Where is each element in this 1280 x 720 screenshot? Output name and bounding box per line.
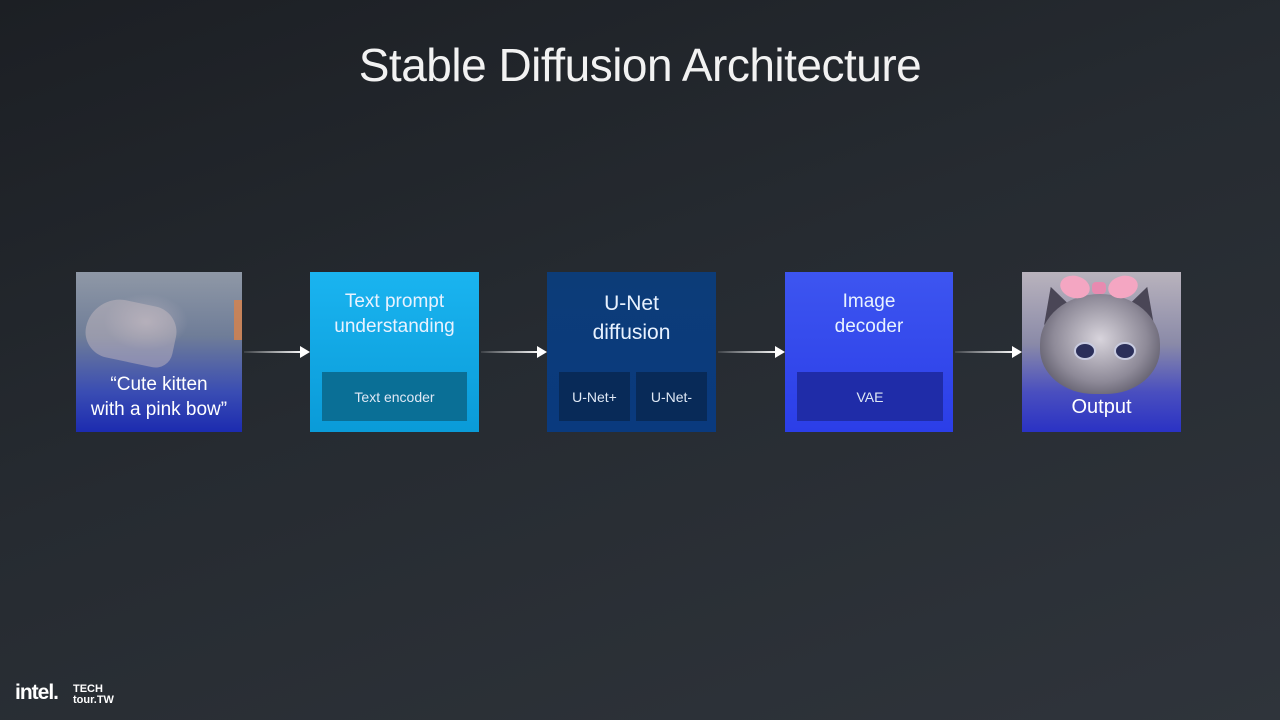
arrow-input-to-encoder	[244, 342, 310, 362]
arrow-unet-to-decoder	[718, 342, 785, 362]
unet-minus-box: U-Net-	[636, 372, 707, 421]
arrow-decoder-to-output	[955, 342, 1022, 362]
cat-eye-icon	[1114, 342, 1136, 360]
image-decoder-block: Image decoder VAE	[785, 272, 953, 432]
arrow-head-icon	[537, 346, 547, 358]
arrow-encoder-to-unet	[481, 342, 547, 362]
text-prompt-understanding-block: Text prompt understanding Text encoder	[310, 272, 479, 432]
unet-plus-box: U-Net+	[559, 372, 630, 421]
arrow-head-icon	[300, 346, 310, 358]
intel-logo: intel.	[15, 681, 59, 704]
typing-hands-image	[80, 293, 182, 371]
bow-knot-icon	[1092, 282, 1106, 294]
arrow-head-icon	[1012, 346, 1022, 358]
decor-accent	[234, 300, 242, 340]
cat-head-image	[1040, 294, 1160, 394]
cat-eye-icon	[1074, 342, 1096, 360]
input-prompt-image: “Cute kitten with a pink bow”	[76, 272, 242, 432]
vae-box: VAE	[797, 372, 943, 421]
text-prompt-understanding-title: Text prompt understanding	[334, 291, 455, 337]
text-encoder-box: Text encoder	[322, 372, 467, 421]
slide-title: Stable Diffusion Architecture	[358, 39, 922, 91]
tech-tour-logo: TECH tour.TW	[73, 683, 114, 706]
unet-diffusion-block: U-Net diffusion U-Net+ U-Net-	[547, 272, 716, 432]
unet-diffusion-title: U-Net diffusion	[592, 292, 671, 344]
image-decoder-title: Image decoder	[834, 291, 904, 337]
output-label: Output	[1071, 396, 1132, 418]
arrow-head-icon	[775, 346, 785, 358]
input-prompt-text: “Cute kitten with a pink bow”	[90, 374, 228, 420]
output-kitten-image: Output	[1022, 272, 1181, 432]
